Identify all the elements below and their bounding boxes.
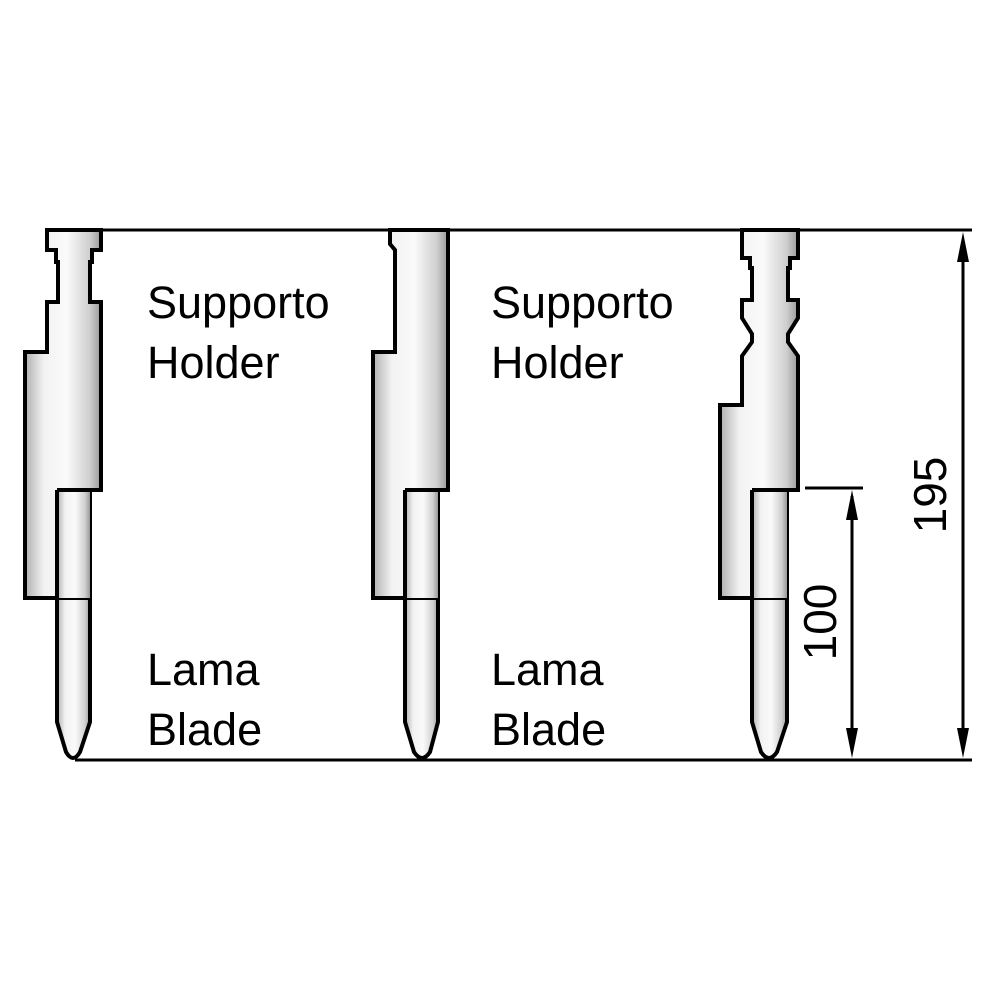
label-blade-it-2: Lama — [491, 644, 605, 695]
dimension-100: 100 — [794, 486, 863, 758]
label-blade-it-1: Lama — [147, 644, 261, 695]
label-blade-en-1: Blade — [147, 704, 262, 755]
label-holder-en-2: Holder — [491, 337, 624, 388]
blade-2 — [371, 228, 450, 760]
blade-1 — [23, 228, 103, 760]
arrow-up-icon — [846, 490, 858, 520]
arrow-down-icon — [846, 728, 858, 758]
label-blade-en-2: Blade — [491, 704, 606, 755]
arrow-down-icon — [957, 728, 969, 758]
dimension-label-195: 195 — [904, 457, 956, 534]
dimension-195: 195 — [904, 232, 969, 758]
label-holder-it-1: Supporto — [147, 277, 330, 328]
blade-3 — [718, 228, 800, 760]
dimension-label-100: 100 — [794, 584, 846, 661]
label-holder-en-1: Holder — [147, 337, 280, 388]
label-holder-it-2: Supporto — [491, 277, 674, 328]
arrow-up-icon — [957, 232, 969, 262]
